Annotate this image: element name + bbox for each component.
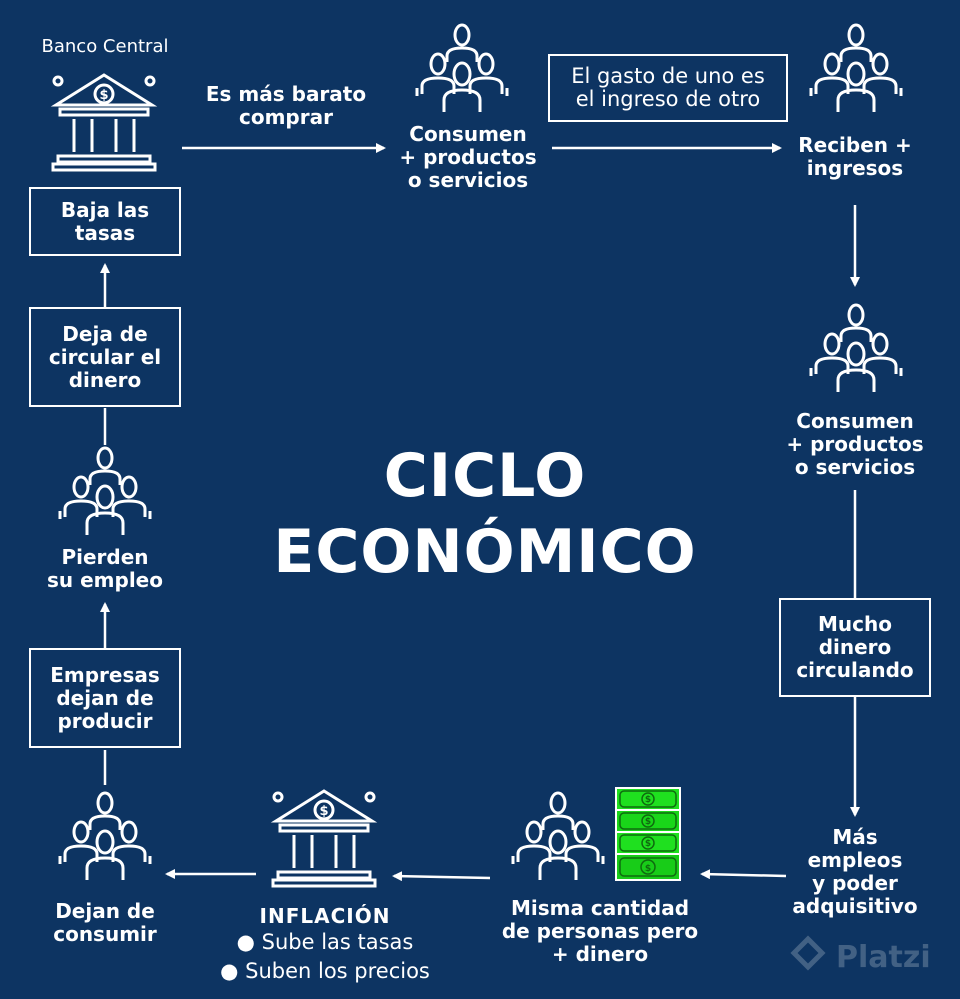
people-group-icon bbox=[808, 302, 904, 394]
svg-text:$: $ bbox=[645, 795, 651, 805]
svg-text:$: $ bbox=[645, 839, 651, 849]
svg-text:$: $ bbox=[645, 864, 651, 874]
consume-top-label: Consumen + productos o servicios bbox=[399, 122, 537, 192]
arrow-people-to-inflation bbox=[392, 871, 491, 882]
people-group-icon bbox=[510, 790, 606, 882]
inflation-bullet-prices: ● Suben los precios bbox=[220, 959, 430, 983]
companies-stop-box: Empresas dejan de producir bbox=[29, 648, 181, 748]
lower-rates-box: Baja las tasas bbox=[29, 187, 181, 256]
people-group-icon bbox=[57, 445, 153, 537]
lose-job-label: Pierden su empleo bbox=[47, 545, 163, 592]
receive-income-label: Reciben + ingresos bbox=[798, 133, 912, 180]
people-group-icon bbox=[414, 22, 510, 114]
watermark-logo: Platzi bbox=[790, 935, 950, 989]
consume-right-label: Consumen + productos o servicios bbox=[786, 409, 924, 479]
inflation-block: INFLACIÓN ● Sube las tasas ● Suben los p… bbox=[205, 904, 445, 986]
inflation-bullet-rates: ● Sube las tasas bbox=[236, 930, 414, 954]
svg-text:$: $ bbox=[645, 817, 651, 827]
svg-text:$: $ bbox=[319, 804, 328, 819]
money-circulating-box: Mucho dinero circulando bbox=[779, 598, 931, 697]
people-group-icon bbox=[808, 22, 904, 114]
svg-text:$: $ bbox=[99, 88, 108, 103]
same-people-label: Misma cantidad de personas pero + dinero bbox=[501, 896, 699, 966]
arrow-jobs-to-people bbox=[700, 869, 787, 880]
more-jobs-label: Más empleos y poder adquisitivo bbox=[792, 825, 918, 918]
quote-box: El gasto de uno es el ingreso de otro bbox=[548, 54, 788, 122]
bank-caption: Banco Central bbox=[41, 36, 169, 57]
arrow-label-cheaper: Es más barato comprar bbox=[205, 82, 367, 129]
watermark-text: Platzi bbox=[836, 940, 931, 975]
bank-icon: $ bbox=[50, 72, 158, 172]
money-stack-icon: $ $ $ $ bbox=[614, 786, 682, 882]
bank-icon: $ bbox=[270, 788, 378, 888]
people-group-icon bbox=[57, 790, 153, 882]
page-title: CICLO ECONÓMICO bbox=[273, 441, 697, 587]
stop-money-box: Deja de circular el dinero bbox=[29, 307, 181, 407]
inflation-title: INFLACIÓN bbox=[259, 904, 391, 928]
stop-consume-label: Dejan de consumir bbox=[53, 899, 157, 946]
